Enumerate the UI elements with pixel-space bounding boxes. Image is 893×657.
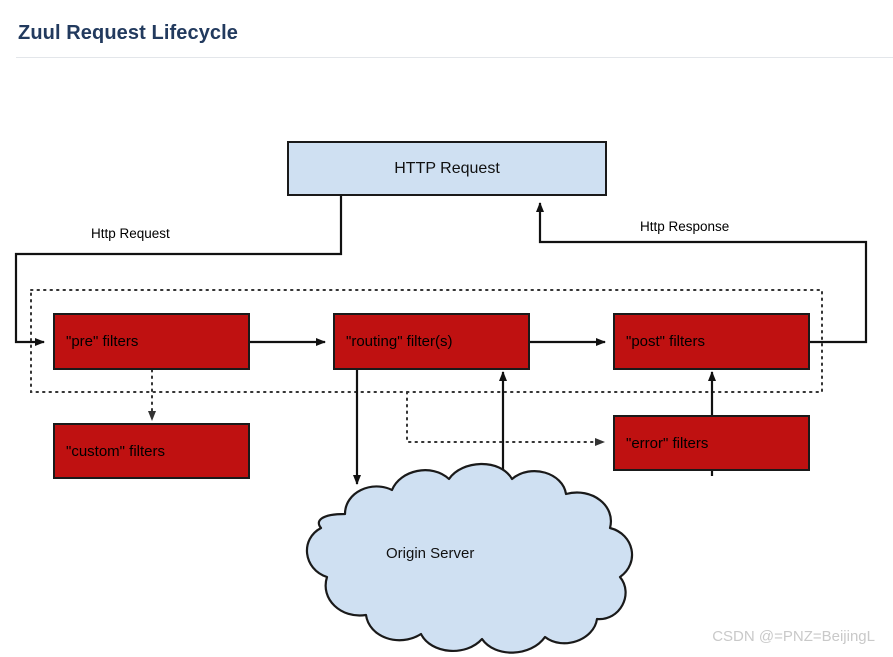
node-origin-server-label: Origin Server: [386, 545, 475, 562]
node-http-request[interactable]: HTTP Request: [287, 141, 607, 196]
node-custom-filters-label: "custom" filters: [66, 442, 166, 460]
title-divider: [16, 57, 893, 58]
node-error-filters[interactable]: "error" filters: [613, 415, 810, 471]
edge-http-request-to-pre: [14, 196, 343, 346]
node-post-filters[interactable]: "post" filters: [613, 313, 810, 370]
diagram-connectors: [14, 196, 868, 654]
node-http-request-label: HTTP Request: [394, 159, 500, 177]
node-routing-filters-label: "routing" filter(s): [346, 333, 453, 350]
edge-chain-to-error: [406, 391, 605, 446]
origin-server-cloud: [305, 462, 634, 654]
node-error-filters-label: "error" filters: [626, 434, 709, 452]
edge-label-http-response: Http Response: [640, 219, 730, 234]
node-custom-filters[interactable]: "custom" filters: [53, 423, 250, 479]
node-pre-filters[interactable]: "pre" filters: [53, 313, 250, 370]
node-pre-filters-label: "pre" filters: [66, 333, 139, 350]
edge-label-http-request: Http Request: [91, 226, 170, 241]
edge-post-to-http-request: [536, 202, 868, 344]
node-routing-filters[interactable]: "routing" filter(s): [333, 313, 530, 370]
page-title: Zuul Request Lifecycle: [18, 22, 239, 44]
watermark: CSDN @=PNZ=BeijingL: [712, 628, 875, 645]
zuul-lifecycle-diagram: HTTP Request "pre" filters "routing" fil…: [0, 62, 893, 657]
node-post-filters-label: "post" filters: [626, 333, 706, 350]
